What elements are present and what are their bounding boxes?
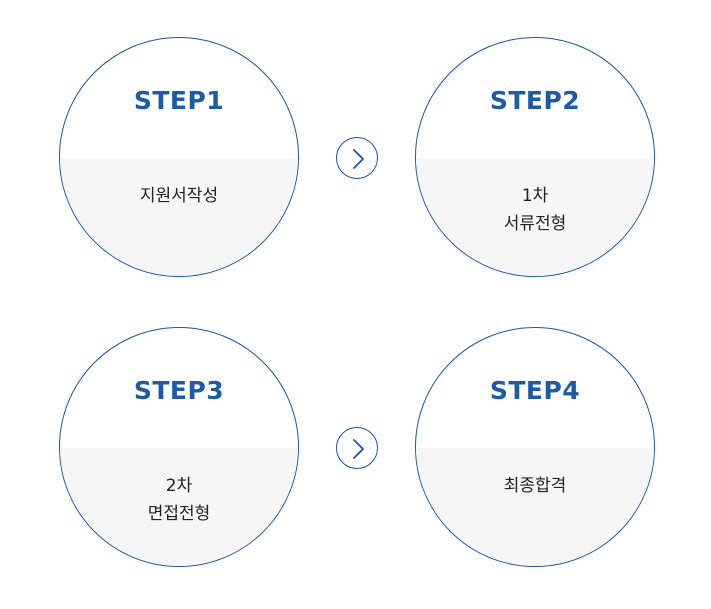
step-3-line-2: 면접전형 (147, 504, 211, 524)
step-4-description: 최종합격 (416, 472, 654, 500)
step-1-title: STEP1 (133, 86, 225, 115)
step-2-title: STEP2 (489, 86, 581, 115)
step-4-lower-half (416, 448, 654, 566)
chevron-right-icon (336, 137, 378, 179)
step-2-description: 1차 서류전형 (416, 182, 654, 238)
step-2-line-1: 1차 (521, 186, 549, 206)
step-3-lower-half (60, 448, 298, 566)
step-3-title: STEP3 (133, 376, 225, 405)
step-1-line-1: 지원서작성 (139, 186, 219, 206)
step-2-line-2: 서류전형 (503, 214, 567, 234)
step-1-description: 지원서작성 (60, 182, 298, 210)
step-4-line-1: 최종합격 (503, 476, 567, 496)
chevron-right-icon (336, 427, 378, 469)
step-3-line-1: 2차 (165, 476, 193, 496)
step-2-circle: STEP2 1차 서류전형 (415, 37, 655, 277)
step-1-lower-half (60, 158, 298, 276)
step-3-description: 2차 면접전형 (60, 472, 298, 528)
step-2-lower-half (416, 158, 654, 276)
step-4-circle: STEP4 최종합격 (415, 327, 655, 567)
step-4-title: STEP4 (489, 376, 581, 405)
step-1-circle: STEP1 지원서작성 (59, 37, 299, 277)
step-3-circle: STEP3 2차 면접전형 (59, 327, 299, 567)
